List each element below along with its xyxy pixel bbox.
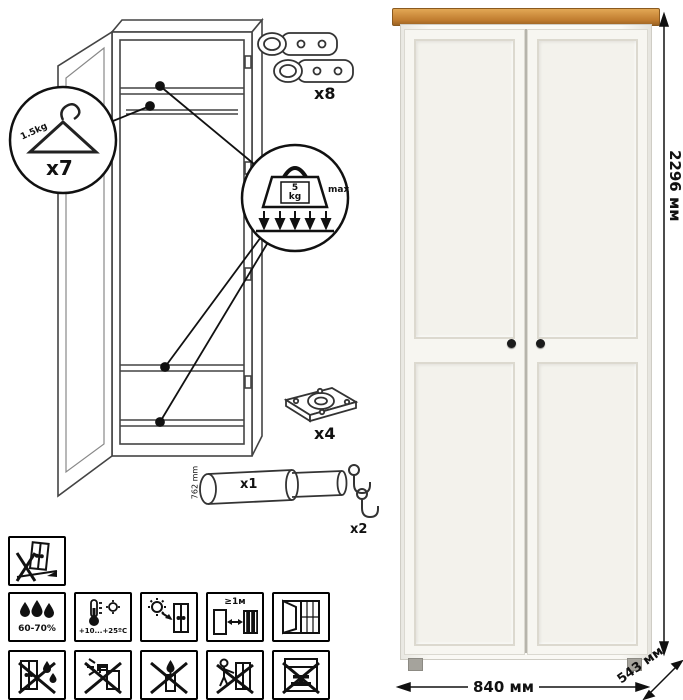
max-load-number: 5 <box>291 182 299 193</box>
open-window-icon <box>282 599 320 635</box>
icon-no-chemicals <box>74 650 132 700</box>
right-door-upper-panel <box>537 39 638 339</box>
wardrobe-right-door <box>527 29 648 655</box>
door-gap <box>525 29 527 653</box>
no-spray-icon <box>84 658 122 695</box>
water-drops-icon <box>20 600 54 618</box>
hanger-count-label: x7 <box>46 156 73 180</box>
no-candle-icon <box>150 660 188 695</box>
icon-no-open-flame <box>140 650 198 700</box>
hook-count-label: x2 <box>350 522 368 537</box>
hanger-icon <box>26 103 100 154</box>
wardrobe-front-right-foot <box>627 658 642 671</box>
thermometer-icon <box>89 599 120 626</box>
humidity-range-label: 60-70% <box>18 624 56 634</box>
rail-length-label: 762 mm <box>190 465 200 500</box>
icon-no-heavy-objects <box>272 650 330 700</box>
icon-temperature: +10...+25ºC <box>74 592 132 642</box>
right-door-knob <box>536 339 545 348</box>
wardrobe-render <box>392 8 660 671</box>
temperature-range-label: +10...+25ºC <box>78 627 128 635</box>
icon-no-dragging <box>206 650 264 700</box>
person-moving-wardrobe-icon <box>216 658 254 695</box>
max-load-qualifier: max <box>328 185 350 195</box>
wardrobe-left-door <box>404 29 525 655</box>
hanger-callout <box>8 85 118 195</box>
max-load-value: 5 kg <box>281 182 309 203</box>
icon-no-wet-cleaning <box>8 650 66 700</box>
height-dimension-label: 2296 мм <box>666 150 683 222</box>
rail-count-label: x1 <box>240 477 258 492</box>
hinge-count-label: x8 <box>314 84 336 103</box>
icon-uneven-surface-warning <box>8 536 66 586</box>
foot-count-label: x4 <box>314 424 336 443</box>
max-load-unit: kg <box>288 191 302 202</box>
foot-drawing <box>283 387 359 423</box>
wardrobe-body <box>400 24 652 660</box>
callout-pointers <box>112 81 268 427</box>
weight-icon <box>261 166 329 209</box>
icon-heat-source-distance: ≥1м <box>206 592 264 642</box>
no-anvil-in-cabinet-icon <box>282 658 320 695</box>
wardrobe-front-left-foot <box>408 658 423 671</box>
min-distance-label: ≥1м <box>224 597 246 607</box>
icon-ventilation <box>272 592 330 642</box>
no-water-icon <box>18 660 57 695</box>
hook-drawing <box>348 464 379 519</box>
icon-avoid-sunlight <box>140 592 198 642</box>
max-load-callout <box>240 143 350 253</box>
load-arrows <box>256 211 334 233</box>
width-dimension-label: 840 мм <box>468 678 540 696</box>
wardrobe-exploded-diagram <box>8 17 379 519</box>
left-door-upper-panel <box>414 39 515 339</box>
rail-drawing <box>199 469 348 505</box>
left-door-lower-panel <box>414 362 515 646</box>
left-door-knob <box>507 339 516 348</box>
sunlight-icon <box>148 598 189 633</box>
hinge-drawing <box>257 32 354 83</box>
icon-humidity: 60-70% <box>8 592 66 642</box>
heater-distance-icon <box>213 609 258 635</box>
right-door-lower-panel <box>537 362 638 646</box>
uneven-surface-icon <box>15 541 58 582</box>
